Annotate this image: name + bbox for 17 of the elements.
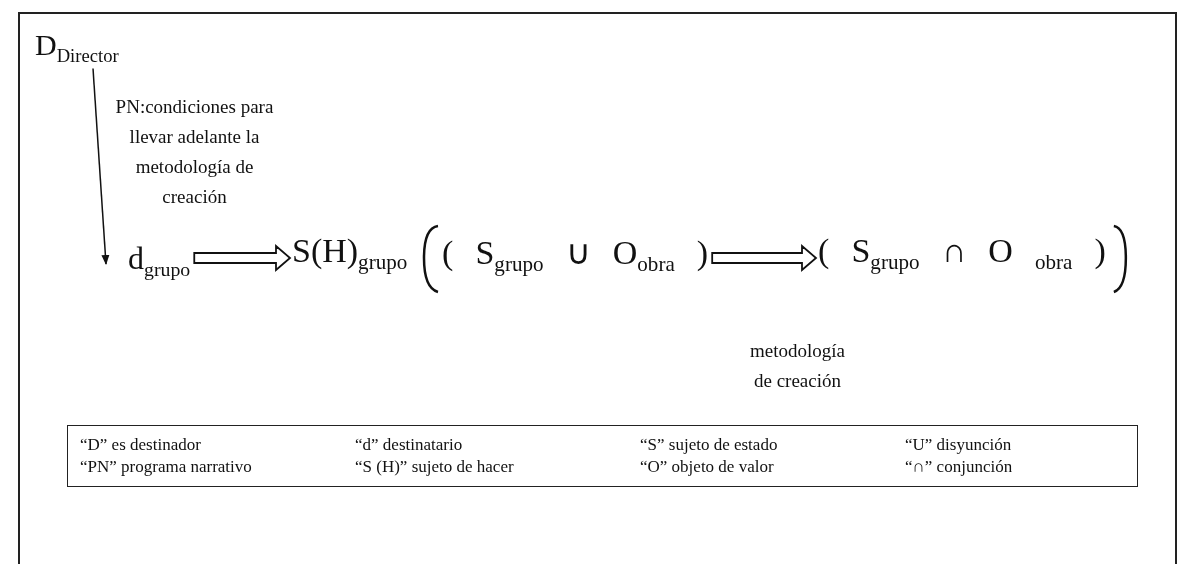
legend-entry: “O” objeto de valor [640, 456, 775, 478]
formula-term: S(H)$_{grupo}$ [292, 232, 408, 276]
legend-entry: “S (H)” sujeto de hacer [355, 456, 515, 478]
formula-term: d$_{grupo}$ [128, 240, 191, 281]
hollow-arrow [193, 244, 292, 272]
legend-entry: “D” es destinador [80, 434, 202, 456]
hollow-arrow [711, 244, 818, 272]
arrow [92, 67, 110, 265]
formula-term: D$_{Director}$ [35, 28, 119, 67]
formula-term: ( S$_{grupo}$ ∩ O $_{obra}$ ) [818, 232, 1106, 276]
legend-box [67, 425, 1138, 487]
formula-term: ( S$_{grupo}$ ∪ O$_{obra}$ ) [442, 232, 709, 278]
legend-entry: “S” sujeto de estado [640, 434, 779, 456]
legend-entry: “PN” programa narrativo [80, 456, 253, 478]
legend-entry: “d” destinatario [355, 434, 464, 456]
legend-entry: “∩” conjunción [905, 456, 1014, 478]
legend-entry: “U” disyunción [905, 434, 1013, 456]
